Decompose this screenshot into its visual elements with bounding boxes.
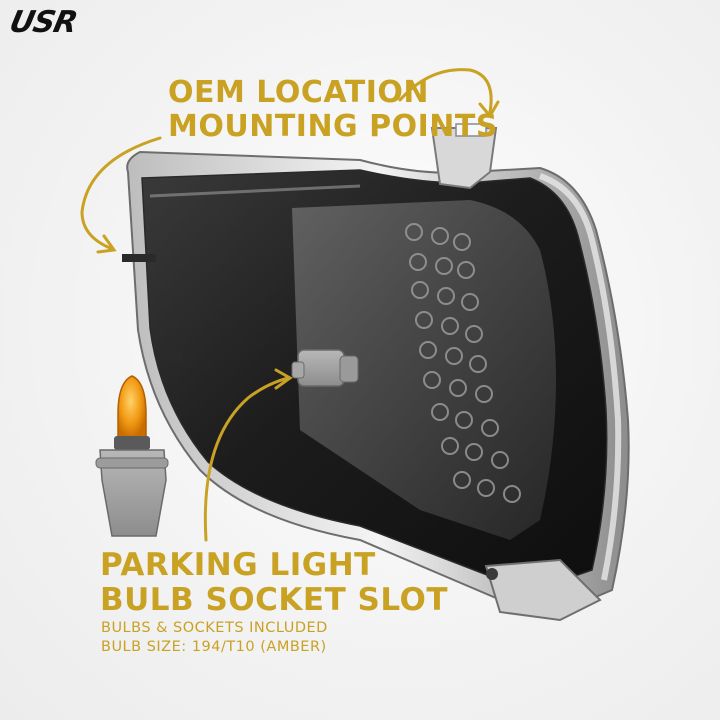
mounting-pin-left bbox=[122, 254, 156, 262]
housing-inner-panel bbox=[292, 200, 556, 540]
bulb-base bbox=[114, 436, 150, 450]
parking-note-bulb-size: BULB SIZE: 194/T10 (AMBER) bbox=[101, 639, 327, 655]
housing-edge-reflection bbox=[149, 184, 361, 198]
parking-callout-title: PARKING LIGHT BULB SOCKET SLOT bbox=[100, 548, 448, 617]
parking-note-included: BULBS & SOCKETS INCLUDED bbox=[101, 620, 328, 636]
mounting-pin-left-lower bbox=[170, 352, 182, 362]
arrow-left-mount-head bbox=[96, 234, 117, 254]
arrow-top-mount bbox=[398, 68, 493, 114]
lamp-housing bbox=[122, 123, 630, 622]
socket-body bbox=[99, 449, 167, 537]
lamp-bulb-socket bbox=[291, 349, 359, 387]
oem-callout-line2: MOUNTING POINTS bbox=[168, 108, 498, 144]
parking-callout-line2: BULB SOCKET SLOT bbox=[100, 581, 449, 618]
callout-arrows bbox=[80, 68, 500, 542]
parking-callout-line1: PARKING LIGHT bbox=[100, 547, 376, 583]
mounting-tab-slot bbox=[455, 123, 487, 137]
socket-ring bbox=[95, 457, 169, 469]
oem-callout-title: OEM LOCATION MOUNTING POINTS bbox=[168, 75, 498, 144]
arrow-top-mount-head bbox=[478, 100, 500, 119]
bottom-bracket bbox=[484, 558, 602, 622]
bulb-and-socket bbox=[95, 375, 169, 537]
arrow-left-mount bbox=[80, 136, 162, 250]
arrow-socket-head bbox=[274, 368, 293, 390]
housing-highlight bbox=[538, 173, 622, 581]
date-code-wheels bbox=[405, 223, 521, 503]
oem-callout-line1: OEM LOCATION bbox=[168, 75, 429, 110]
arrow-socket bbox=[203, 376, 290, 542]
bottom-bracket-hole bbox=[486, 568, 498, 580]
amber-bulb bbox=[117, 375, 147, 439]
